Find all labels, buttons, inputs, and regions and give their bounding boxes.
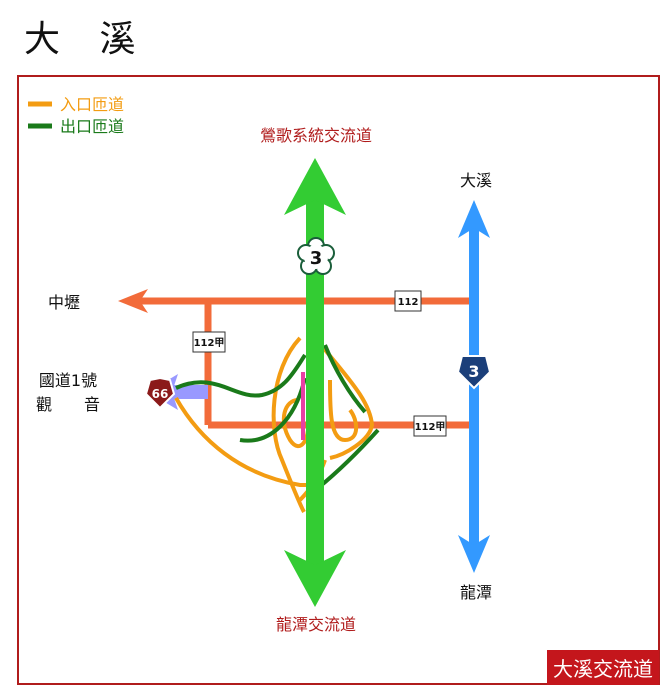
legend-exit-label: 出口匝道 (60, 117, 124, 136)
legend: 入口匝道 出口匝道 (28, 95, 124, 136)
legend-entrance-label: 入口匝道 (60, 95, 124, 114)
interchange-name-badge: 大溪交流道 (547, 650, 659, 685)
freeway-3-number: 3 (310, 248, 323, 269)
provincial-3-shield: 3 (456, 355, 492, 390)
freeway-3-road (284, 158, 346, 607)
route-112a-upper-shield: 112甲 (192, 331, 226, 353)
route-112-shield: 112 (394, 290, 422, 312)
label-longtan: 龍潭 (460, 583, 492, 602)
label-longtan-interchange: 龍潭交流道 (276, 615, 356, 634)
route-112-number: 112 (398, 297, 419, 308)
label-zhongli: 中壢 (48, 293, 80, 312)
label-daxi: 大溪 (460, 171, 492, 190)
label-yingge-junction: 鶯歌系統交流道 (260, 126, 372, 145)
expressway-66-number: 66 (152, 387, 169, 401)
label-national-1: 國道1號 (39, 371, 97, 390)
route-112a-lower-shield: 112甲 (413, 415, 447, 437)
route-112a-lower-number: 112甲 (415, 421, 446, 433)
label-guanyin: 觀 音 (36, 395, 100, 414)
expressway-66-shield: 66 (144, 376, 176, 410)
provincial-3-number: 3 (468, 362, 479, 381)
map-frame (17, 75, 660, 685)
freeway-3-shield: 3 (297, 237, 335, 275)
page-title: 大 溪 (24, 19, 150, 60)
ramps (174, 336, 380, 513)
route-112a-upper-number: 112甲 (194, 337, 225, 349)
